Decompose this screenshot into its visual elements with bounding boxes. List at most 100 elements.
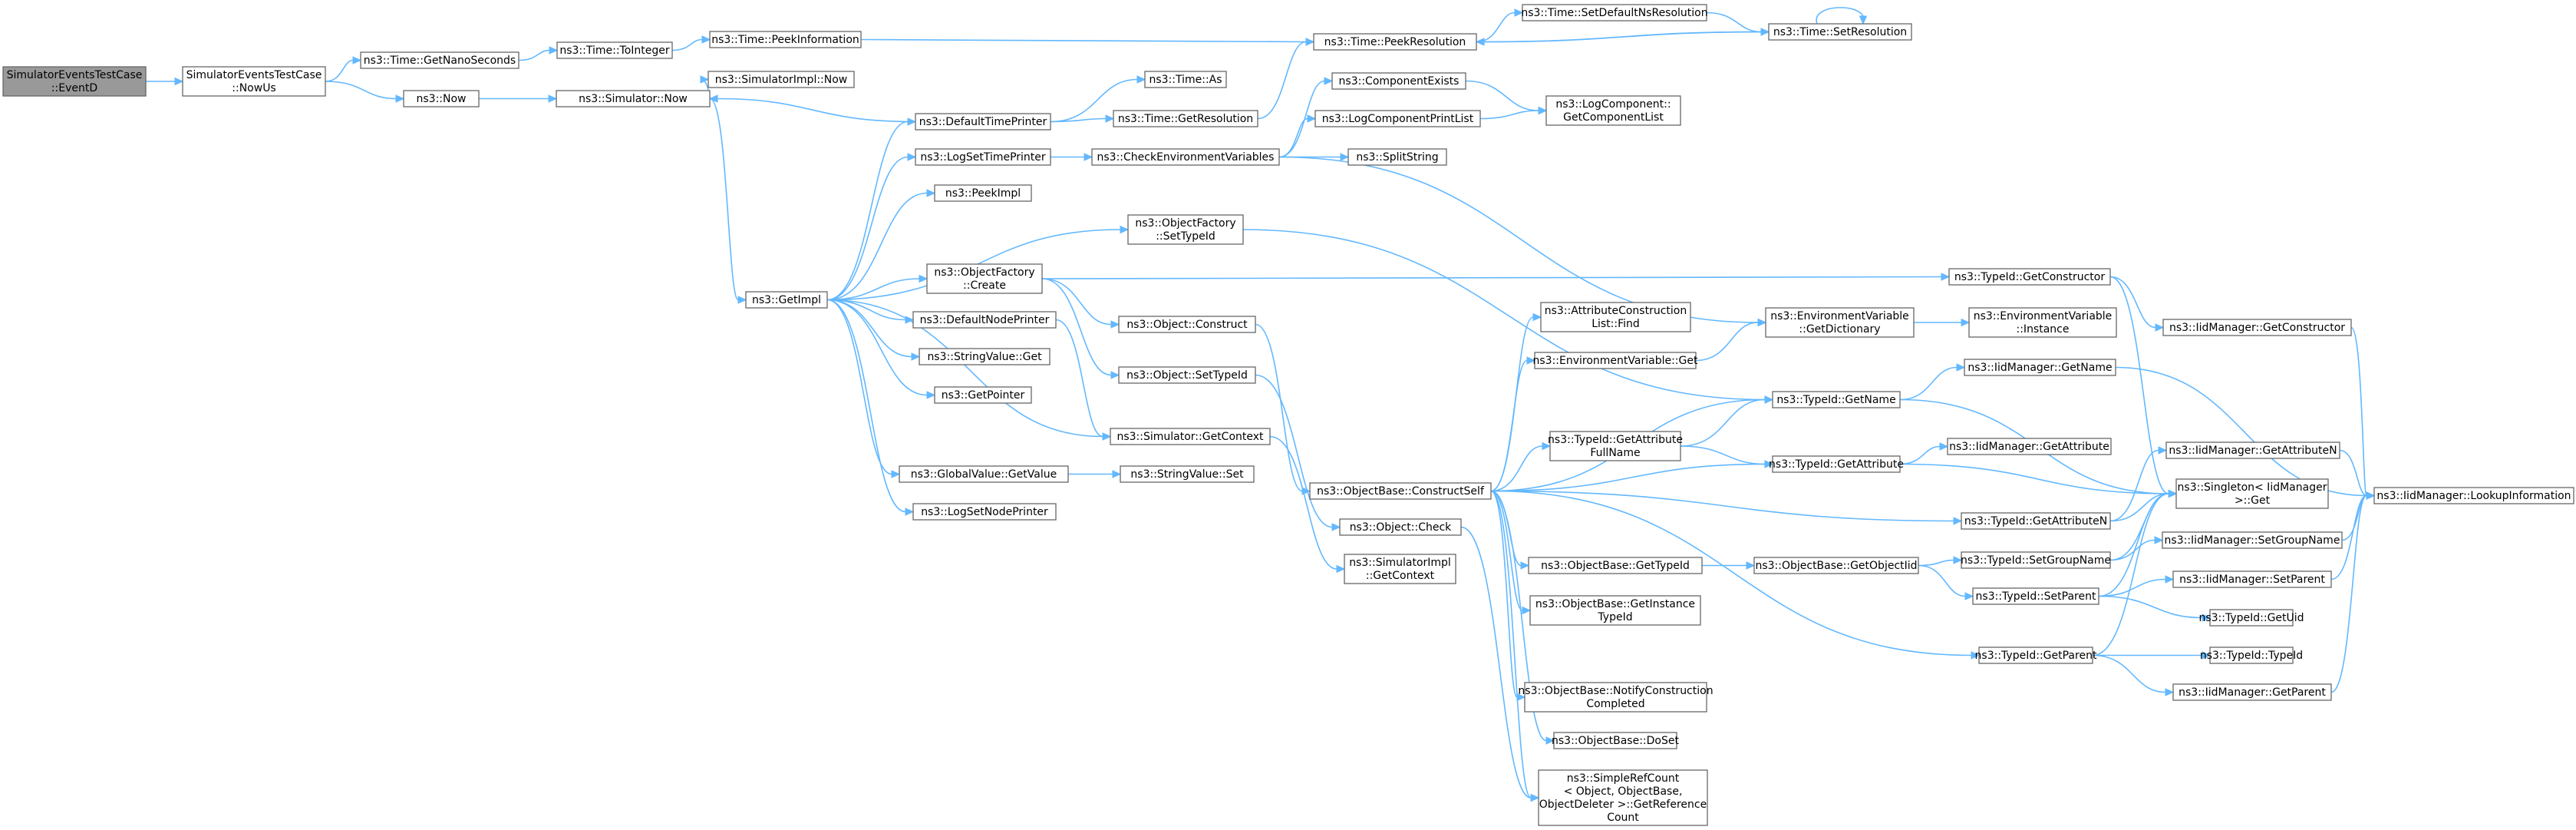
graph-node[interactable]: ns3::Time::As bbox=[1144, 71, 1227, 88]
graph-node[interactable]: ns3::TypeId::GetUid bbox=[2198, 609, 2304, 627]
graph-node[interactable]: ns3::EnvironmentVariable::GetDictionary bbox=[1765, 307, 1915, 338]
edge-arrowhead bbox=[2168, 489, 2178, 498]
graph-node[interactable]: ns3::Object::Check bbox=[1339, 518, 1462, 536]
graph-node[interactable]: ns3::DefaultNodePrinter bbox=[912, 311, 1057, 329]
edge-line bbox=[1476, 12, 1516, 43]
graph-node[interactable]: ns3::GetImpl bbox=[745, 291, 828, 309]
graph-node[interactable]: ns3::IidManager::GetAttribute bbox=[1947, 438, 2112, 455]
graph-node[interactable]: ns3::Time::PeekResolution bbox=[1313, 33, 1477, 51]
graph-node[interactable]: ns3::Time::SetResolution bbox=[1768, 23, 1912, 41]
graph-node[interactable]: ns3::ObjectFactory::Create bbox=[926, 263, 1043, 294]
graph-node[interactable]: ns3::TypeId::GetAttributeN bbox=[1961, 512, 2111, 530]
node-box bbox=[745, 291, 828, 309]
node-label: ns3::GetPointer bbox=[942, 389, 1025, 402]
graph-node[interactable]: ns3::DefaultTimePrinter bbox=[915, 113, 1051, 131]
graph-node[interactable]: ns3::IidManager::SetParent bbox=[2172, 570, 2332, 588]
graph-node[interactable]: ns3::LogSetNodePrinter bbox=[912, 503, 1057, 521]
graph-node[interactable]: ns3::Simulator::Now bbox=[556, 90, 711, 107]
graph-node[interactable]: ns3::Object::SetTypeId bbox=[1118, 366, 1256, 384]
node-label: ns3::IidManager::SetGroupName bbox=[2165, 534, 2340, 547]
graph-node[interactable]: ns3::SimpleRefCount< Object, ObjectBase,… bbox=[1538, 769, 1708, 826]
graph-node[interactable]: ns3::TypeId::GetAttribute bbox=[1769, 455, 1904, 473]
edge-line bbox=[2339, 449, 2367, 497]
node-box bbox=[1553, 732, 1677, 749]
graph-node[interactable]: ns3::CheckEnvironmentVariables bbox=[1091, 148, 1280, 166]
edge-line bbox=[1490, 463, 1766, 492]
graph-node[interactable]: ns3::ObjectBase::DoSet bbox=[1552, 732, 1679, 749]
edge-line bbox=[860, 38, 1307, 43]
edge-arrowhead bbox=[1336, 564, 1346, 574]
graph-node[interactable]: ns3::TypeId::GetParent bbox=[1975, 646, 2097, 664]
graph-node[interactable]: ns3::IidManager::GetName bbox=[1964, 359, 2116, 376]
node-box bbox=[709, 31, 862, 48]
graph-node[interactable]: ns3::SimulatorImpl::GetContext bbox=[1344, 554, 1456, 584]
graph-node[interactable]: ns3::IidManager::GetParent bbox=[2172, 683, 2332, 701]
graph-node[interactable]: ns3::ObjectBase::GetTypeId bbox=[1528, 557, 1703, 574]
node-box bbox=[556, 90, 711, 107]
graph-node[interactable]: ns3::SplitString bbox=[1347, 148, 1447, 166]
graph-node[interactable]: ns3::ObjectBase::NotifyConstructionCompl… bbox=[1518, 682, 1713, 713]
graph-node[interactable]: ns3::PeekImpl bbox=[934, 184, 1032, 202]
graph-node[interactable]: ns3::LogSetTimePrinter bbox=[915, 148, 1051, 166]
graph-node[interactable]: ns3::TypeId::SetParent bbox=[1972, 587, 2099, 605]
edge-arrowhead bbox=[1956, 363, 1966, 372]
graph-node[interactable]: ns3::IidManager::GetConstructor bbox=[2162, 319, 2352, 336]
edge-line bbox=[2092, 493, 2169, 656]
node-label: ns3::DefaultNodePrinter bbox=[920, 314, 1050, 326]
graph-node[interactable]: ns3::LogComponent::GetComponentList bbox=[1545, 95, 1681, 126]
node-box bbox=[1524, 682, 1707, 713]
edge-arrowhead bbox=[1964, 592, 1974, 600]
graph-node[interactable]: ns3::Time::SetDefaultNsResolution bbox=[1521, 4, 1708, 21]
graph-node[interactable]: ns3::GetPointer bbox=[934, 386, 1032, 404]
node-label: ns3::LogComponent:: bbox=[1555, 98, 1671, 111]
graph-node[interactable]: ns3::SimulatorImpl::Now bbox=[707, 71, 855, 88]
node-label: ::GetContext bbox=[1366, 570, 1435, 582]
graph-node[interactable]: ns3::ComponentExists bbox=[1331, 72, 1466, 90]
graph-node[interactable]: ns3::StringValue::Get bbox=[919, 348, 1051, 365]
node-box bbox=[1118, 366, 1256, 384]
graph-node[interactable]: SimulatorEventsTestCase::NowUs bbox=[182, 66, 326, 97]
graph-node[interactable]: ns3::ObjectBase::ConstructSelf bbox=[1309, 482, 1492, 500]
edge-arrowhead bbox=[1331, 523, 1341, 531]
graph-node[interactable]: ns3::Object::Construct bbox=[1118, 316, 1256, 333]
graph-node[interactable]: ns3::Time::PeekInformation bbox=[709, 31, 862, 48]
node-label: FullName bbox=[1590, 447, 1640, 459]
node-label: ns3::IidManager::GetConstructor bbox=[2169, 322, 2345, 334]
graph-node[interactable]: ns3::Time::GetResolution bbox=[1113, 110, 1258, 127]
node-label: ns3::IidManager::LookupInformation bbox=[2376, 490, 2571, 502]
graph-node[interactable]: ns3::ObjectFactory::SetTypeId bbox=[1127, 214, 1244, 245]
node-label: ns3::LogComponentPrintList bbox=[1322, 113, 1474, 125]
edge-arrowhead bbox=[2154, 536, 2164, 544]
node-label: ns3::SplitString bbox=[1356, 151, 1438, 164]
graph-node[interactable]: ns3::TypeId::GetConstructor bbox=[1948, 268, 2111, 286]
edge-arrowhead bbox=[2155, 323, 2165, 332]
graph-node[interactable]: ns3::LogComponentPrintList bbox=[1314, 110, 1481, 127]
graph-node[interactable]: ns3::TypeId::SetGroupName bbox=[1961, 551, 2111, 569]
graph-node[interactable]: ns3::IidManager::LookupInformation bbox=[2373, 487, 2574, 504]
graph-node[interactable]: ns3::EnvironmentVariable::Instance bbox=[1968, 307, 2117, 338]
graph-node[interactable]: ns3::TypeId::GetName bbox=[1772, 391, 1901, 408]
graph-node[interactable]: ns3::Time::ToInteger bbox=[556, 41, 673, 59]
edge-line bbox=[2109, 449, 2159, 522]
edge-arrowhead bbox=[911, 352, 921, 361]
graph-node[interactable]: ns3::IidManager::SetGroupName bbox=[2162, 531, 2343, 549]
node-label: ns3::Time::SetDefaultNsResolution bbox=[1521, 7, 1707, 19]
node-label: ns3::SimpleRefCount bbox=[1567, 772, 1680, 785]
graph-node[interactable]: SimulatorEventsTestCase::EventD bbox=[2, 66, 147, 97]
graph-node[interactable]: ns3::EnvironmentVariable::Get bbox=[1533, 352, 1698, 369]
graph-node[interactable]: ns3::IidManager::GetAttributeN bbox=[2165, 441, 2340, 459]
graph-node[interactable]: ns3::Time::GetNanoSeconds bbox=[360, 51, 519, 69]
graph-node[interactable]: ns3::Singleton< IidManager>::Get bbox=[2175, 478, 2329, 509]
edge-arrowhead bbox=[919, 274, 928, 283]
graph-node[interactable]: ns3::ObjectBase::GetObjectIid bbox=[1753, 557, 1919, 574]
edge-line bbox=[1918, 564, 1966, 597]
graph-node[interactable]: ns3::Simulator::GetContext bbox=[1110, 428, 1271, 445]
graph-node[interactable]: ns3::Now bbox=[403, 90, 480, 107]
graph-node[interactable]: ns3::TypeId::TypeId bbox=[2200, 646, 2303, 664]
graph-node[interactable]: ns3::GlobalValue::GetValue bbox=[899, 465, 1069, 483]
graph-node[interactable]: ns3::StringValue::Set bbox=[1120, 465, 1255, 483]
edge-line bbox=[1490, 490, 1972, 656]
